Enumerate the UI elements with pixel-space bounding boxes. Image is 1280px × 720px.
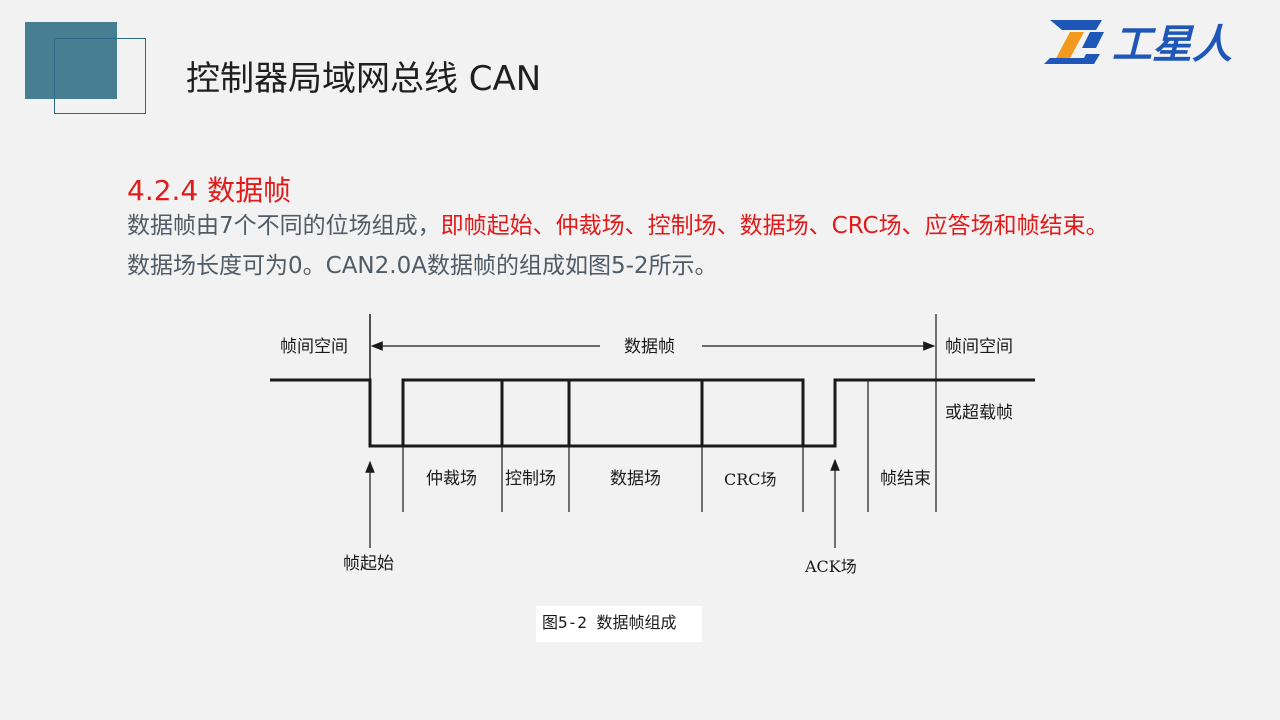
decorative-square-filled [25,22,117,99]
section-heading: 4.2.4 数据帧 [127,174,292,207]
signal-waveform [270,378,1035,448]
description-plain: 数据帧由7个不同的位场组成， [127,213,441,239]
company-logo: 工星人 [1044,20,1232,68]
logo-mark-icon [1044,20,1104,64]
control-field-label: 控制场 [505,469,556,489]
description-line-2: 数据场长度可为0。CAN2.0A数据帧的组成如图5-2所示。 [127,253,718,279]
decorative-square-outline [54,38,146,114]
caption-background [536,606,702,642]
ack-field-label: ACK场 [804,557,857,576]
description-line-1: 数据帧由7个不同的位场组成，即帧起始、仲裁场、控制场、数据场、CRC场、应答场和… [127,210,1109,242]
description-highlight: 即帧起始、仲裁场、控制场、数据场、CRC场、应答场和帧结束。 [440,213,1109,239]
slide-title: 控制器局域网总线 CAN [186,59,542,99]
crc-field-label: CRC场 [724,470,777,489]
logo-text: 工星人 [1112,22,1232,68]
arbitration-field-label: 仲裁场 [426,469,477,489]
overload-frame-label: 或超载帧 [945,403,1013,423]
interframe-space-right-label: 帧间空间 [945,337,1013,357]
interframe-space-left-label: 帧间空间 [280,337,348,357]
data-field-label: 数据场 [610,469,661,489]
start-of-frame-label: 帧起始 [343,554,394,574]
data-frame-label: 数据帧 [624,337,675,357]
end-of-frame-label: 帧结束 [880,469,931,489]
figure-caption: 图5-2 数据帧组成 [542,613,677,632]
